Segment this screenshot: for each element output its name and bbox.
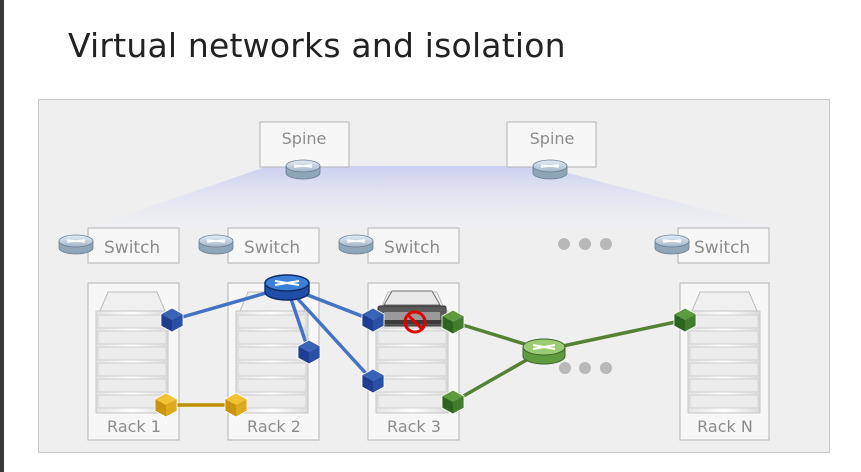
spine-label: Spine — [530, 129, 575, 148]
router-icon — [285, 159, 321, 180]
server-rack-icon — [375, 290, 449, 414]
switch-label: Switch — [104, 238, 160, 258]
network-node-cube-icon — [224, 392, 248, 418]
switch-label: Switch — [384, 238, 440, 258]
network-node-cube-icon — [441, 309, 465, 335]
switch-2: Switch — [198, 227, 320, 264]
ellipsis-icon — [559, 362, 612, 374]
switch-3: Switch — [338, 227, 460, 264]
server-rack-icon — [687, 291, 761, 414]
router-icon — [198, 234, 234, 255]
rack-label: Rack 1 — [107, 417, 161, 436]
slide-title: Virtual networks and isolation — [68, 26, 566, 65]
rack-3: Rack 3 — [367, 282, 460, 441]
network-node-cube-icon — [361, 307, 385, 333]
rack-label: Rack 2 — [247, 417, 301, 436]
uplink-fan — [88, 166, 775, 228]
network-node-cube-icon — [297, 339, 321, 365]
switch-label: Switch — [244, 238, 300, 258]
rack-1: Rack 1 — [87, 282, 180, 441]
router-icon — [532, 159, 568, 180]
spine-label: Spine — [282, 129, 327, 148]
network-node-cube-icon — [673, 307, 697, 333]
switch-n: Switch — [654, 227, 770, 264]
blocked-icon — [403, 310, 427, 334]
rack-n: Rack N — [679, 282, 770, 441]
network-node-cube-icon — [441, 389, 465, 415]
rack-label: Rack N — [697, 417, 753, 436]
router-icon — [338, 234, 374, 255]
router-icon — [654, 234, 690, 255]
router-icon — [264, 274, 310, 301]
router-icon — [522, 338, 566, 365]
switch-1: Switch — [58, 227, 180, 264]
router-icon — [58, 234, 94, 255]
switch-label: Switch — [694, 238, 750, 258]
network-node-cube-icon — [361, 368, 385, 394]
rack-label: Rack 3 — [387, 417, 441, 436]
network-node-cube-icon — [160, 307, 184, 333]
spine-2: Spine — [506, 121, 597, 180]
green-network-links — [452, 318, 686, 404]
spine-1: Spine — [259, 121, 350, 180]
ellipsis-icon — [558, 238, 612, 250]
network-node-cube-icon — [154, 392, 178, 418]
slide-left-edge — [0, 0, 4, 472]
server-rack-icon — [235, 291, 309, 414]
server-rack-icon — [95, 291, 169, 414]
